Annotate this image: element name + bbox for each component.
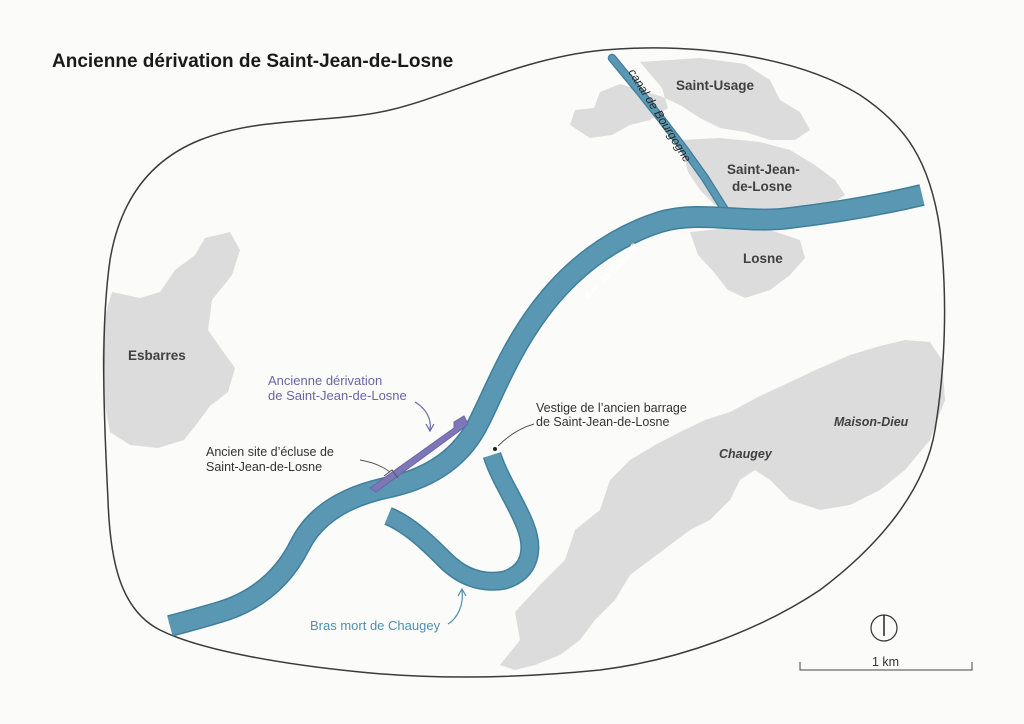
- arrow-left-icon: [585, 284, 599, 300]
- place-saint-jean-line1: Saint-Jean-: [727, 162, 800, 177]
- river-saone: [167, 184, 925, 637]
- derivation-label-line2: de Saint-Jean-de-Losne: [268, 388, 407, 403]
- bras-mort-chaugey: [384, 451, 540, 591]
- barrage-leader: [497, 423, 535, 447]
- urban-areas: [102, 58, 945, 670]
- bras-mort-leader-arrow-icon: [457, 587, 467, 597]
- ecluse-leader: [359, 459, 391, 473]
- place-maison-dieu: Maison-Dieu: [834, 415, 909, 429]
- urban-area-losne: [690, 228, 805, 298]
- bras-mort-leader: [447, 589, 463, 625]
- barrage-label-line2: de Saint-Jean-de-Losne: [536, 415, 669, 429]
- map-title: Ancienne dérivation de Saint-Jean-de-Los…: [52, 51, 453, 72]
- barrage-point: [493, 447, 497, 451]
- derivation-leader: [414, 401, 431, 431]
- place-saint-jean-line2: de-Losne: [732, 179, 792, 194]
- scale-label: 1 km: [872, 655, 899, 669]
- north-arrow-icon: [870, 614, 898, 642]
- scale-bar: 1 km: [799, 655, 973, 671]
- urban-area-esbarres: [102, 232, 240, 448]
- commune-boundary: [102, 47, 946, 678]
- derivation-label-line1: Ancienne dérivation: [268, 373, 382, 388]
- place-esbarres: Esbarres: [128, 348, 186, 363]
- ecluse-label-line2: Saint-Jean-de-Losne: [206, 460, 322, 474]
- urban-area-chaugey-north: [855, 358, 930, 400]
- urban-area-saint-jean: [680, 138, 845, 212]
- barrage-label-line1: Vestige de l’ancien barrage: [536, 401, 687, 415]
- place-losne: Losne: [743, 251, 783, 266]
- canal-de-bourgogne: [607, 53, 730, 215]
- ecluse-bracket: [383, 469, 399, 479]
- bras-mort-label: Bras mort de Chaugey: [310, 618, 441, 633]
- ecluse-label-line1: Ancien site d’écluse de: [206, 445, 334, 459]
- place-chaugey: Chaugey: [719, 447, 773, 461]
- urban-area-saint-usage: [570, 58, 810, 140]
- derivation-leader-arrow-icon: [425, 423, 435, 433]
- place-saint-usage: Saint-Usage: [676, 78, 755, 93]
- urban-area-chaugey: [500, 340, 945, 670]
